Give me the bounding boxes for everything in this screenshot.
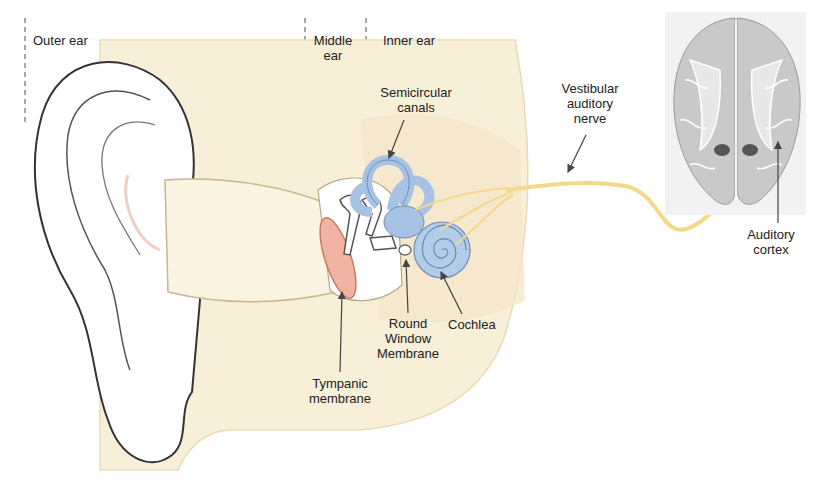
part-label: Cochlea bbox=[448, 318, 508, 333]
region-label: Outer ear bbox=[33, 34, 123, 49]
vestibule bbox=[384, 206, 424, 238]
part-label: Tympanic membrane bbox=[302, 377, 378, 407]
region-label: Middle ear bbox=[308, 34, 358, 64]
concha bbox=[126, 175, 160, 250]
cochlea bbox=[414, 222, 470, 278]
part-label: Vestibular auditory nerve bbox=[555, 82, 625, 127]
canal-outline bbox=[367, 160, 409, 205]
part-label: Round Window Membrane bbox=[372, 317, 444, 362]
nerve-fibres bbox=[415, 188, 514, 245]
brain-slice bbox=[665, 12, 806, 215]
semicircular-canals bbox=[355, 160, 429, 215]
round-window bbox=[399, 245, 411, 255]
cochlea-spiral bbox=[422, 225, 466, 267]
part-label: Auditory cortex bbox=[740, 228, 802, 258]
leader-line bbox=[340, 120, 778, 372]
region-label: Inner ear bbox=[383, 34, 463, 49]
antihelix-fold bbox=[102, 122, 155, 255]
ear-canal bbox=[165, 179, 336, 302]
part-label: Semicircular canals bbox=[374, 86, 458, 116]
